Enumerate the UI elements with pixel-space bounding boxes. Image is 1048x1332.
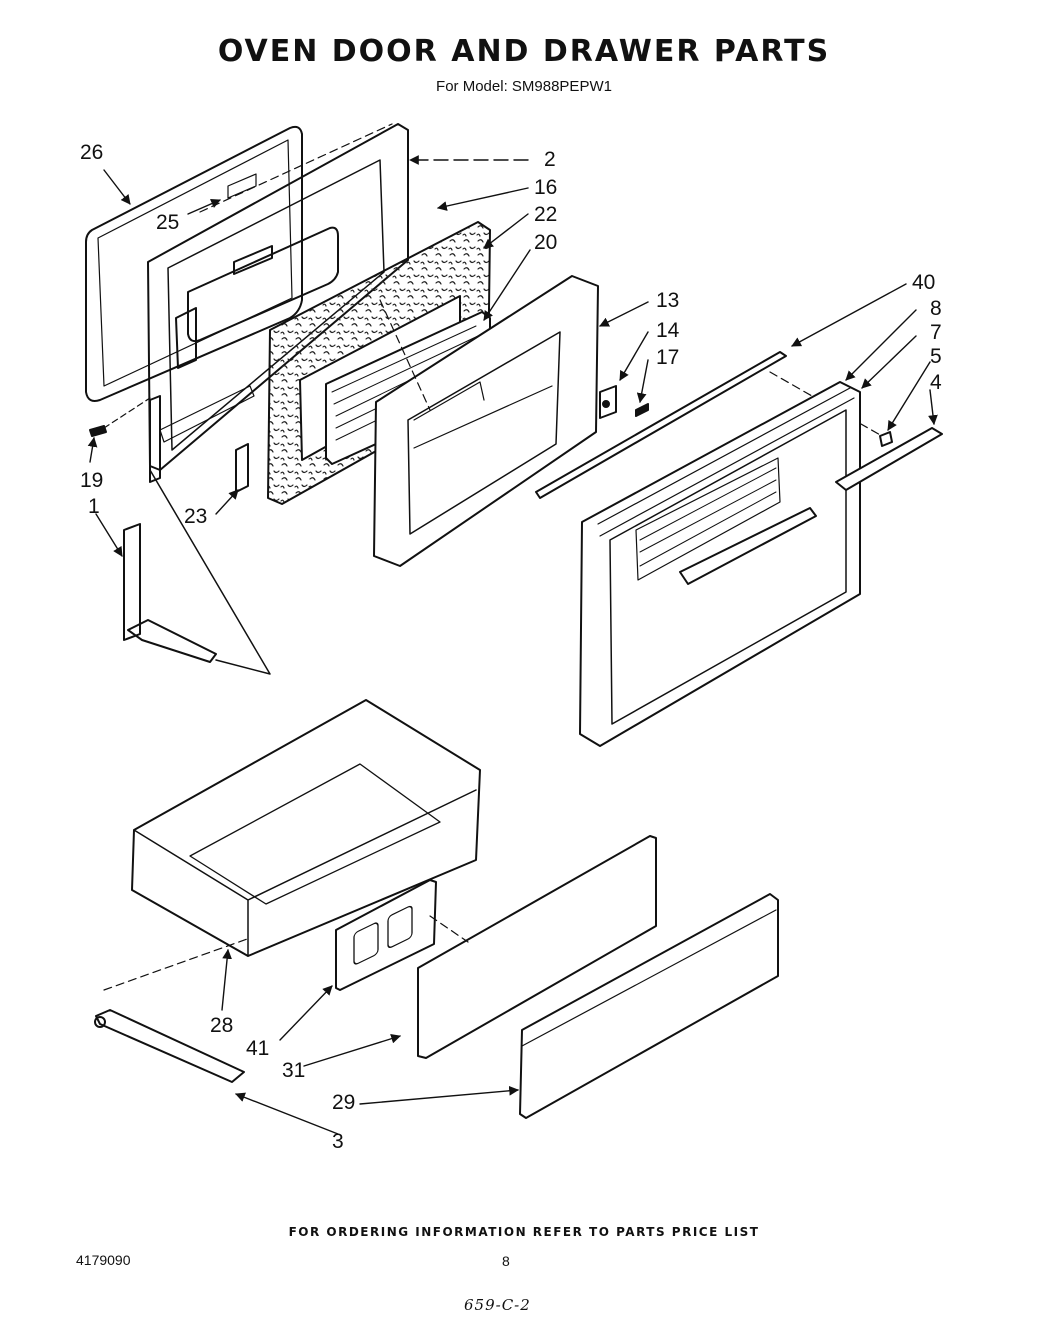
callout-26: 26 bbox=[80, 141, 104, 164]
document-number: 4179090 bbox=[76, 1252, 131, 1268]
callout-29: 29 bbox=[332, 1091, 356, 1114]
callout-8: 8 bbox=[930, 297, 942, 320]
callout-31: 31 bbox=[282, 1059, 306, 1082]
callout-40: 40 bbox=[912, 271, 936, 294]
callout-7: 7 bbox=[930, 321, 942, 344]
callout-23: 23 bbox=[184, 505, 208, 528]
page-title: OVEN DOOR AND DRAWER PARTS bbox=[217, 34, 831, 69]
callout-1: 1 bbox=[88, 495, 100, 518]
callout-22: 22 bbox=[534, 203, 558, 226]
part-26-door-gasket bbox=[85, 125, 303, 402]
callout-13: 13 bbox=[656, 289, 680, 312]
ordering-note: FOR ORDERING INFORMATION REFER TO PARTS … bbox=[288, 1225, 760, 1239]
callout-16: 16 bbox=[534, 176, 558, 199]
part-8-outer-door bbox=[579, 381, 861, 747]
callout-41: 41 bbox=[246, 1037, 270, 1060]
part-14-hinge-bracket bbox=[599, 385, 617, 419]
part-17-screw bbox=[635, 403, 649, 417]
part-5-handle-end bbox=[879, 431, 893, 447]
callout-25: 25 bbox=[156, 211, 180, 234]
part-19-screw bbox=[89, 397, 151, 437]
part-23-clip bbox=[235, 443, 249, 493]
part-13-outer-door-panel bbox=[373, 275, 599, 567]
part-41-vent-panel bbox=[335, 879, 437, 991]
part-2-inner-door-frame bbox=[147, 123, 409, 483]
callout-5: 5 bbox=[930, 345, 942, 368]
callout-14: 14 bbox=[656, 319, 680, 342]
part-31-back-panel bbox=[417, 835, 657, 1059]
leader-lines bbox=[87, 155, 938, 1135]
callout-2: 2 bbox=[544, 148, 556, 171]
callout-28: 28 bbox=[210, 1014, 234, 1037]
handwritten-note: 659-C-2 bbox=[464, 1296, 531, 1314]
model-subtitle: For Model: SM988PEPW1 bbox=[436, 78, 612, 95]
callout-17: 17 bbox=[656, 346, 680, 369]
part-4-handle bbox=[835, 427, 943, 491]
part-28-drawer bbox=[103, 699, 481, 991]
callout-4: 4 bbox=[930, 371, 942, 394]
callout-20: 20 bbox=[534, 231, 558, 254]
part-1-hinge bbox=[123, 469, 271, 675]
part-3-drawer-slide bbox=[94, 1009, 245, 1083]
page-number: 8 bbox=[502, 1253, 510, 1269]
part-29-front-panel bbox=[519, 893, 779, 1119]
callout-19: 19 bbox=[80, 469, 104, 492]
callout-3: 3 bbox=[332, 1130, 344, 1153]
